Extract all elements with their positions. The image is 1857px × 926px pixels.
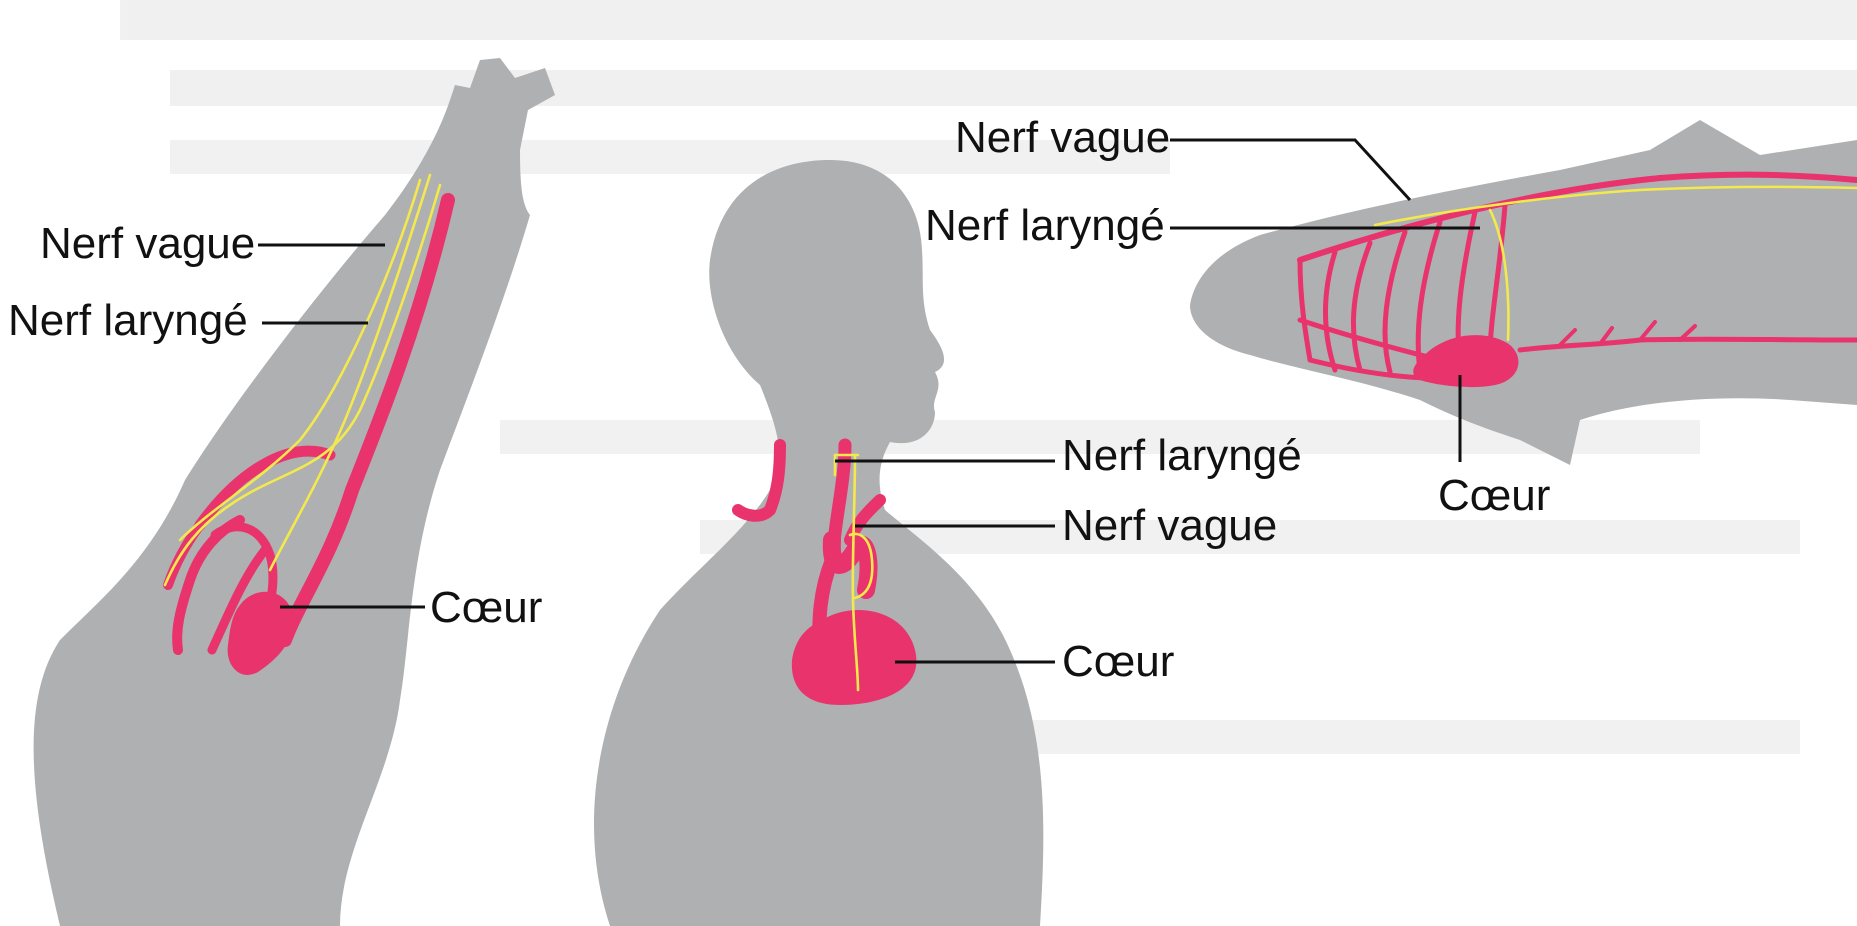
human-heart-label: Cœur: [1062, 637, 1174, 686]
giraffe-silhouette: [34, 58, 555, 926]
giraffe-figure: Nerf vague Nerf laryngé Cœur: [8, 58, 555, 926]
fish-vagus-label: Nerf vague: [955, 113, 1170, 162]
fish-laryngeal-label: Nerf laryngé: [925, 201, 1165, 250]
human-vagus-label: Nerf vague: [1062, 501, 1277, 550]
human-laryngeal-label: Nerf laryngé: [1062, 431, 1302, 480]
giraffe-laryngeal-label: Nerf laryngé: [8, 296, 248, 345]
giraffe-heart-label: Cœur: [430, 583, 542, 632]
fish-heart-label: Cœur: [1438, 471, 1550, 520]
fish-vagus-leader: [1170, 140, 1410, 200]
giraffe-vagus-label: Nerf vague: [40, 219, 255, 268]
